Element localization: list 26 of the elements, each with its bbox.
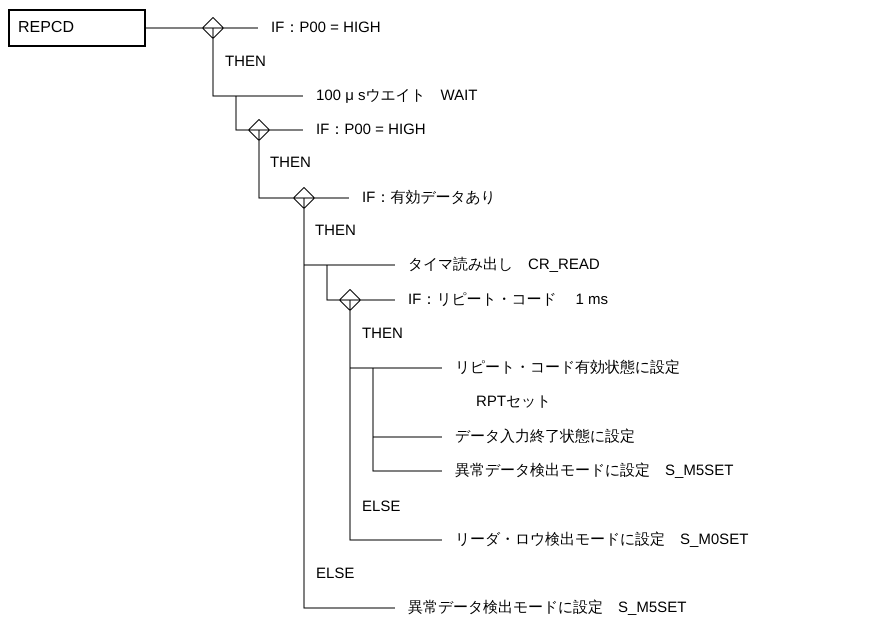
decision-diamond (248, 119, 270, 141)
branch-label: THEN (270, 153, 311, 173)
statement-text: RPTセット (475, 392, 552, 412)
branch-label: ELSE (316, 564, 354, 584)
statement-text: データ入力終了状態に設定 (442, 427, 635, 447)
statement-text: IF：有効データあり (349, 188, 496, 208)
statement-text: 100 μ sウエイト WAIT (303, 86, 478, 106)
statement-text: タイマ読み出し CR_READ (395, 255, 600, 275)
statement-text: IF：リピート・コード 1 ms (395, 290, 608, 310)
branch-label: ELSE (362, 497, 400, 517)
decision-diamond (293, 187, 315, 209)
process-box: REPCD (8, 9, 146, 47)
decision-diamond (339, 289, 361, 311)
decision-diamond (202, 17, 224, 39)
statement-text: 異常データ検出モードに設定 S_M5SET (395, 598, 686, 618)
branch-label: THEN (225, 52, 266, 72)
statement-text: リピート・コード有効状態に設定 (454, 358, 680, 378)
branch-label: THEN (362, 324, 403, 344)
statement-text: IF：P00 = HIGH (303, 120, 426, 140)
connector-line (258, 140, 294, 198)
connector-line (212, 38, 248, 130)
statement-text: IF：P00 = HIGH (258, 18, 381, 38)
statement-text: 異常データ検出モードに設定 S_M5SET (442, 461, 734, 481)
branch-label: THEN (315, 221, 356, 241)
connector-line (350, 310, 442, 540)
statement-text: リーダ・ロウ検出モードに設定 S_M0SET (442, 530, 748, 550)
